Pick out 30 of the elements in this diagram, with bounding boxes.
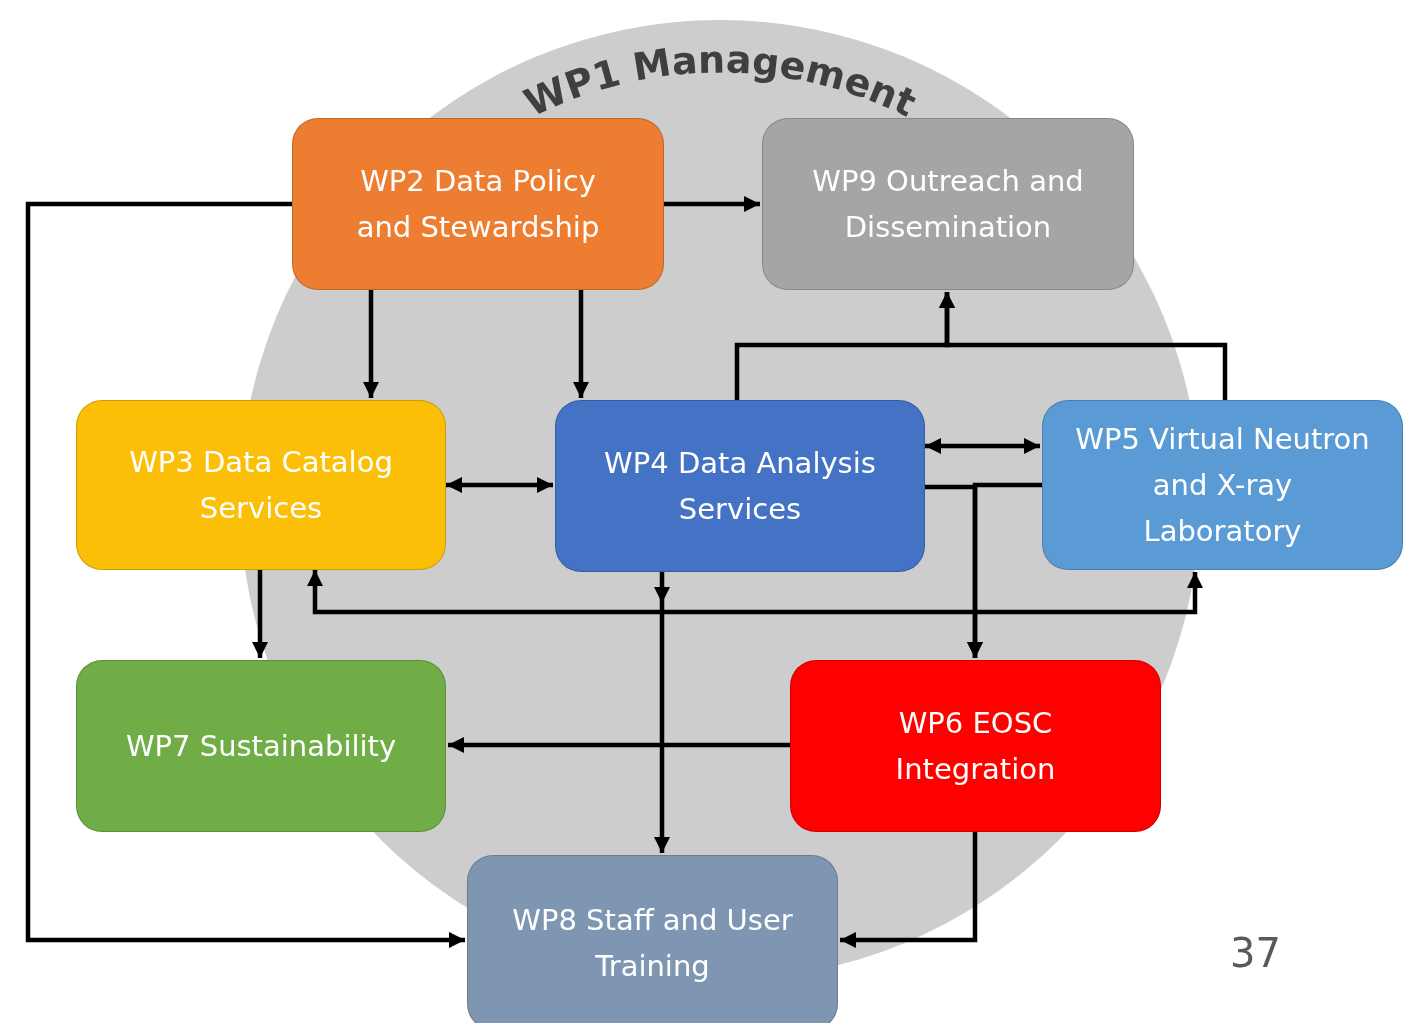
box-label: WP7 Sustainability [125, 728, 397, 765]
arrow [252, 570, 268, 658]
arrow [448, 737, 790, 753]
arrow [939, 292, 1228, 400]
arrow [25, 201, 465, 948]
arrow [840, 832, 978, 948]
arrow [307, 570, 1203, 615]
process-box [76, 400, 446, 570]
process-box [1042, 400, 1403, 570]
arrow [446, 477, 553, 493]
box-label: WP4 Data Analysis Services [603, 445, 877, 528]
box-label: WP9 Outreach and Dissemination [811, 163, 1085, 246]
process-box [467, 855, 838, 1023]
process-box [762, 118, 1134, 290]
box-label: WP3 Data Catalog Services [128, 444, 394, 527]
box-label: WP5 Virtual Neutron and X-ray Laboratory [1074, 421, 1371, 550]
box-label: WP8 Staff and User Training [511, 901, 794, 985]
process-box [555, 400, 925, 572]
arrow [573, 290, 589, 398]
box-label: WP2 Data Policy and Stewardship [355, 163, 601, 246]
arrow [363, 290, 379, 398]
arrow [925, 438, 1040, 454]
arrow [967, 482, 1042, 658]
page-number: 37 [1230, 930, 1281, 976]
process-box [76, 660, 446, 832]
process-box [292, 118, 664, 290]
process-box [790, 660, 1161, 832]
arrow [664, 196, 760, 212]
box-label: WP6 EOSC Integration [894, 705, 1057, 788]
arrow [654, 572, 670, 853]
